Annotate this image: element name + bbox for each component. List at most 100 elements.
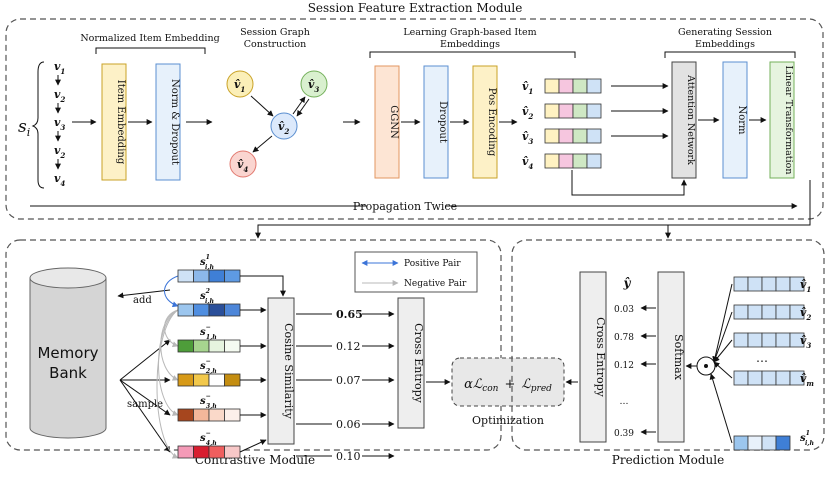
dropout-block xyxy=(423,65,449,179)
optimization-label: Optimization xyxy=(472,414,544,427)
cosine-similarity-block xyxy=(267,297,295,445)
pos-encoding-block xyxy=(472,65,498,179)
similarity-score-2: 0.12 xyxy=(336,340,361,353)
learned-embedding-label-2: v̂2 xyxy=(522,105,533,121)
norm-dropout-label: Norm & Dropout xyxy=(169,79,180,165)
svg-text:Bank: Bank xyxy=(49,364,87,382)
group-learning-graph-l2: Embeddings xyxy=(440,39,500,50)
linear-transformation-label: Linear Transformation xyxy=(783,66,794,175)
similarity-score-4: 0.06 xyxy=(336,418,361,431)
contrastive-sample-vector-2 xyxy=(177,303,241,317)
candidate-to-dot-arrow xyxy=(713,339,733,363)
legend-negative: Negative Pair xyxy=(404,279,467,289)
candidate-item-label-2: v̂2 xyxy=(800,306,811,322)
linear-transformation-block xyxy=(769,61,795,179)
sequence-item-5: v4 xyxy=(54,172,65,188)
similarity-score-1: 0.65 xyxy=(336,308,363,321)
cross-entropy-contrastive-block xyxy=(397,297,425,429)
ggnn-label: GGNN xyxy=(388,105,399,139)
contrastive-sample-vector-6 xyxy=(177,445,241,459)
candidate-item-label-m: v̂m xyxy=(800,372,814,388)
group-generating-l2: Embeddings xyxy=(695,39,755,50)
cross-entropy-prediction-block xyxy=(579,271,607,443)
candidate-item-vector-1 xyxy=(733,276,805,292)
sequence-item-3: v3 xyxy=(54,116,65,132)
candidate-to-dot-arrow xyxy=(713,311,733,363)
prediction-prob-3: 0.12 xyxy=(614,361,634,371)
graph-node-1 xyxy=(226,70,254,98)
graph-node-label-1: v̂1 xyxy=(234,78,245,94)
learned-embedding-label-4: v̂4 xyxy=(522,155,533,171)
contrastive-module-frame xyxy=(5,239,502,451)
norm-dropout-block xyxy=(155,63,181,181)
svg-text:Memory: Memory xyxy=(37,344,98,362)
ggnn-block xyxy=(374,65,400,179)
memory-bank: Memory Bank xyxy=(29,267,107,439)
contrastive-sample-label-3: s−1,h xyxy=(200,324,217,341)
candidate-item-vector-3 xyxy=(733,332,805,348)
cosine-similarity-label: Cosine Similarity xyxy=(282,323,295,420)
sequence-item-4: v2 xyxy=(54,144,65,160)
sample-label: sample xyxy=(127,399,163,410)
norm-block xyxy=(722,61,748,179)
y-hat-label: ŷ xyxy=(623,276,632,290)
candidate-item-vector-2 xyxy=(733,304,805,320)
negative-pair-arcs xyxy=(156,309,179,459)
graph-node-2 xyxy=(270,112,298,140)
graph-node-3 xyxy=(300,70,328,98)
norm-label: Norm xyxy=(736,105,747,135)
graph-node-label-4: v̂4 xyxy=(237,158,248,174)
learned-embedding-label-1: v̂1 xyxy=(522,80,533,96)
optimization-formula: αℒcon+ℒpred xyxy=(464,377,552,394)
session-module-title: Session Feature Extraction Module xyxy=(308,1,523,15)
dropout-label: Dropout xyxy=(437,101,448,143)
similarity-score-5: 0.10 xyxy=(336,450,361,463)
pos-encoding-label: Pos Encoding xyxy=(486,88,497,157)
learned-embedding-vector-3 xyxy=(544,128,602,144)
contrastive-sample-label-6: s−4,h xyxy=(200,430,217,447)
optimization-box xyxy=(451,357,565,407)
group-norm-item-embedding: Normalized Item Embedding xyxy=(80,33,219,44)
group-session-graph-l1: Session Graph xyxy=(240,27,310,38)
contrastive-sample-label-4: s−2,h xyxy=(200,358,217,375)
softmax-label: Softmax xyxy=(672,334,685,381)
svg-text:si: si xyxy=(18,117,30,139)
contrastive-sample-vector-5 xyxy=(177,408,241,422)
prediction-session-vector xyxy=(733,435,791,451)
session-input: si v1 v2 v3 v2 v4 xyxy=(18,60,65,189)
legend: Positive Pair Negative Pair xyxy=(354,251,478,293)
contrastive-sample-vector-1 xyxy=(177,269,241,283)
prediction-prob-2: 0.78 xyxy=(614,333,634,343)
sequence-item-1: v1 xyxy=(54,60,65,76)
candidate-to-dot-arrow xyxy=(712,283,733,363)
prediction-prob-1: 0.03 xyxy=(614,305,634,315)
graph-node-4 xyxy=(229,150,257,178)
prediction-items-ellipsis: … xyxy=(756,351,768,365)
session-to-dot-arrow xyxy=(709,373,733,444)
candidate-to-dot-arrow xyxy=(713,361,733,379)
cross-entropy-prediction-label: Cross Entropy xyxy=(594,317,607,398)
similarity-score-3: 0.07 xyxy=(336,374,361,387)
softmax-block xyxy=(657,271,685,443)
prediction-prob-4: … xyxy=(620,397,629,407)
sequence-item-2: v2 xyxy=(54,88,65,104)
contrastive-sample-vector-3 xyxy=(177,339,241,353)
attention-network-label: Attention Network xyxy=(685,74,696,165)
positive-pair-arc xyxy=(164,275,179,308)
propagation-label: Propagation Twice xyxy=(353,200,457,213)
prediction-prob-5: 0.39 xyxy=(614,429,634,439)
group-learning-graph-l1: Learning Graph-based Item xyxy=(403,27,536,38)
contrastive-sample-vector-4 xyxy=(177,373,241,387)
item-embedding-label: Item Embedding xyxy=(115,80,126,165)
graph-node-label-3: v̂3 xyxy=(308,78,319,94)
learned-embedding-label-3: v̂3 xyxy=(522,130,533,146)
learned-embedding-vector-1 xyxy=(544,78,602,94)
legend-positive: Positive Pair xyxy=(404,259,461,269)
dot-product-center xyxy=(704,364,708,368)
prediction-module-frame xyxy=(511,239,825,451)
item-embedding-block xyxy=(101,63,127,181)
cross-entropy-contrastive-label: Cross Entropy xyxy=(412,323,425,404)
